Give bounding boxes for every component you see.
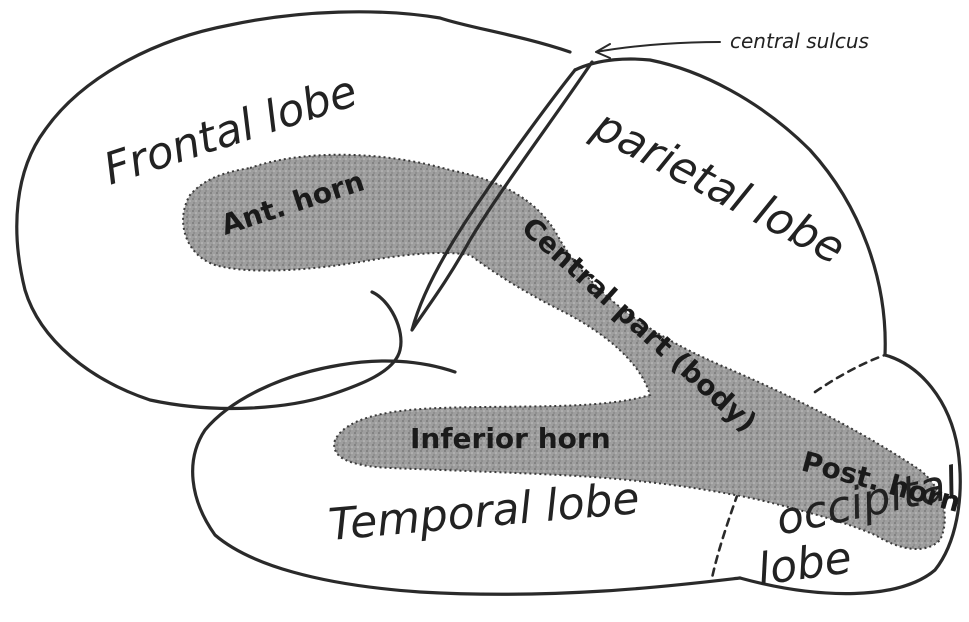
label-temporal-lobe: Temporal lobe [327,473,642,551]
label-inferior-horn: Inferior horn [410,422,611,455]
parieto-occipital-boundary [815,355,885,392]
central-sulcus-arrow [596,42,720,58]
label-parietal-lobe: parietal lobe [584,99,853,274]
temporo-occipital-boundary [712,482,742,578]
label-occipital-lobe-line2: lobe [754,532,854,596]
label-central-sulcus: central sulcus [730,29,869,53]
